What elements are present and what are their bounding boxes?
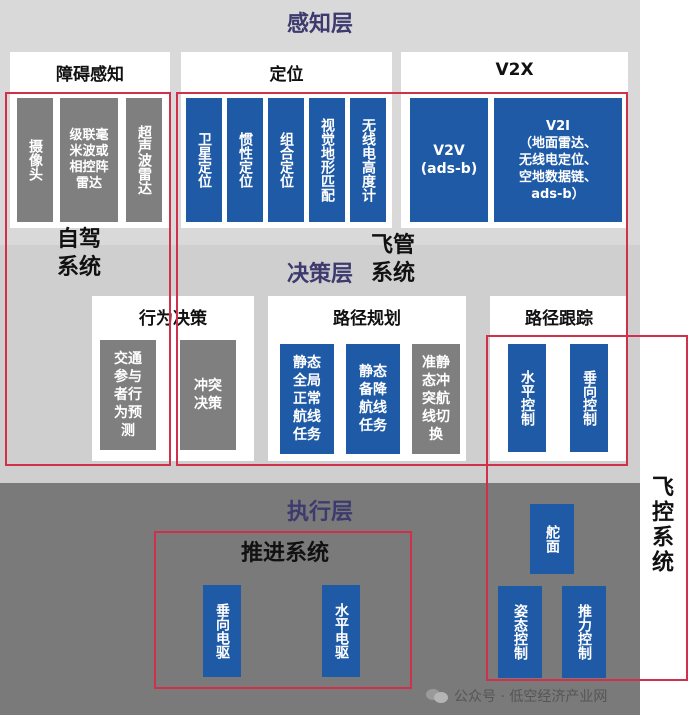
attitude-control-box: 姿态控制 [498, 586, 542, 678]
traffic-prediction-box: 交通参与者行为预测 [100, 340, 156, 450]
propulsion-system-outline [154, 531, 412, 689]
flight-control-label: 飞控系统 [648, 475, 673, 575]
visual-terrain-label: 视觉地形匹配 [319, 118, 335, 202]
watermark: 公众号 · 低空经济产业网 [426, 686, 607, 706]
flight-management-label: 飞管 系统 [370, 233, 415, 286]
propulsion-system-title: 推进系统 [240, 541, 329, 566]
control-surface-label: 舵面 [544, 525, 560, 553]
combined-positioning-label: 组合定位 [278, 132, 294, 188]
traffic-prediction-label: 交通参与者行为预测 [114, 351, 142, 439]
v2v-box: V2V (ads-b) [410, 98, 488, 222]
conflict-route-switch-label: 准静态冲突航线切换 [422, 355, 450, 443]
radar-label: 级联毫米波或相控阵雷达 [69, 128, 109, 191]
horizontal-control-box: 水平控制 [508, 344, 546, 452]
v2x-title: V2X [495, 60, 534, 80]
camera-box: 摄像头 [17, 98, 53, 222]
alternate-route-box: 静态备降航线任务 [346, 344, 400, 454]
global-route-box: 静态全局正常航线任务 [280, 344, 334, 454]
vertical-drive-label: 垂向电驱 [214, 603, 230, 659]
radio-altimeter-label: 无线电高度计 [360, 118, 376, 202]
flight-management-outline [176, 92, 628, 466]
combined-positioning-box: 组合定位 [268, 98, 304, 222]
v2v-label: V2V (ads-b) [420, 143, 478, 177]
positioning-title: 定位 [269, 65, 304, 85]
vertical-drive-box: 垂向电驱 [203, 585, 241, 677]
vertical-control-label: 垂向控制 [581, 370, 597, 426]
conflict-route-switch-box: 准静态冲突航线切换 [412, 344, 460, 454]
visual-terrain-box: 视觉地形匹配 [309, 98, 345, 222]
horizontal-drive-box: 水平电驱 [322, 585, 360, 677]
horizontal-drive-label: 水平电驱 [333, 603, 349, 659]
thrust-control-label: 推力控制 [576, 604, 592, 660]
watermark-text: 公众号 · 低空经济产业网 [454, 689, 608, 705]
inertial-positioning-label: 惯性定位 [237, 132, 253, 188]
wechat-icon [426, 689, 448, 703]
vertical-control-box: 垂向控制 [570, 344, 608, 452]
decision-layer-title: 决策层 [286, 262, 353, 287]
radio-altimeter-box: 无线电高度计 [350, 98, 386, 222]
ultrasonic-label: 超声波雷达 [136, 125, 152, 195]
ultrasonic-box: 超声波雷达 [126, 98, 162, 222]
conflict-decision-label: 冲突决策 [194, 378, 222, 412]
v2i-label: V2I （地面雷达、 无线电定位、 空地数据链、 ads-b） [518, 118, 597, 202]
behavior-decision-title: 行为决策 [139, 309, 207, 329]
global-route-label: 静态全局正常航线任务 [293, 355, 321, 443]
thrust-control-box: 推力控制 [562, 586, 606, 678]
satellite-positioning-label: 卫星定位 [196, 132, 212, 188]
v2i-box: V2I （地面雷达、 无线电定位、 空地数据链、 ads-b） [494, 98, 622, 222]
conflict-decision-box: 冲突决策 [180, 340, 236, 450]
inertial-positioning-box: 惯性定位 [227, 98, 263, 222]
horizontal-control-label: 水平控制 [519, 370, 535, 426]
alternate-route-label: 静态备降航线任务 [359, 364, 387, 434]
control-surface-box: 舵面 [530, 504, 574, 574]
radar-box: 级联毫米波或相控阵雷达 [60, 98, 118, 222]
autodrive-system-outline [5, 92, 171, 466]
path-planning-title: 路径规划 [333, 309, 401, 329]
camera-label: 摄像头 [27, 139, 43, 181]
obstacle-perception-title: 障碍感知 [56, 65, 124, 85]
satellite-positioning-box: 卫星定位 [186, 98, 222, 222]
path-tracking-title: 路径跟踪 [525, 309, 593, 329]
flight-control-outline [486, 335, 688, 681]
execution-layer-title: 执行层 [286, 500, 353, 525]
perception-layer-title: 感知层 [286, 12, 353, 37]
autodrive-system-label: 自驾 系统 [56, 227, 101, 280]
attitude-control-label: 姿态控制 [512, 604, 528, 660]
